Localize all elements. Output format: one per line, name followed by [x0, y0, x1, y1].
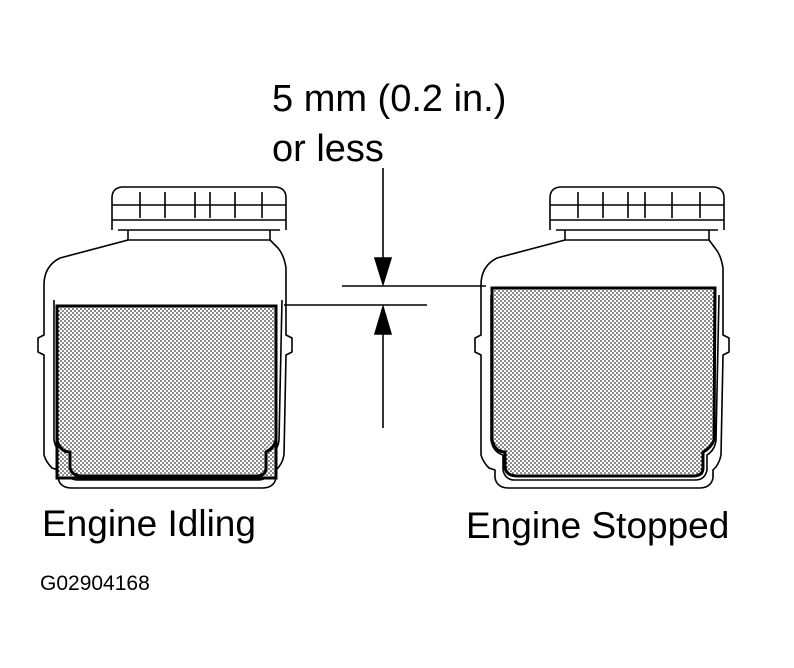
level-difference-spec: 5 mm (0.2 in.) [272, 78, 507, 120]
reservoir-cap-left [111, 186, 287, 231]
label-engine-stopped: Engine Stopped [466, 505, 730, 546]
arrow-down-icon [373, 257, 393, 287]
reservoir-cap-right [549, 186, 725, 231]
level-difference-spec-qualifier: or less [272, 128, 384, 170]
figure-code: G02904168 [40, 572, 150, 595]
reservoir-engine-stopped [474, 186, 730, 489]
dimension-arrows [373, 168, 393, 428]
fluid-level-engine-stopped [490, 286, 717, 478]
label-engine-idling: Engine Idling [42, 503, 256, 544]
arrow-up-icon [373, 304, 393, 335]
